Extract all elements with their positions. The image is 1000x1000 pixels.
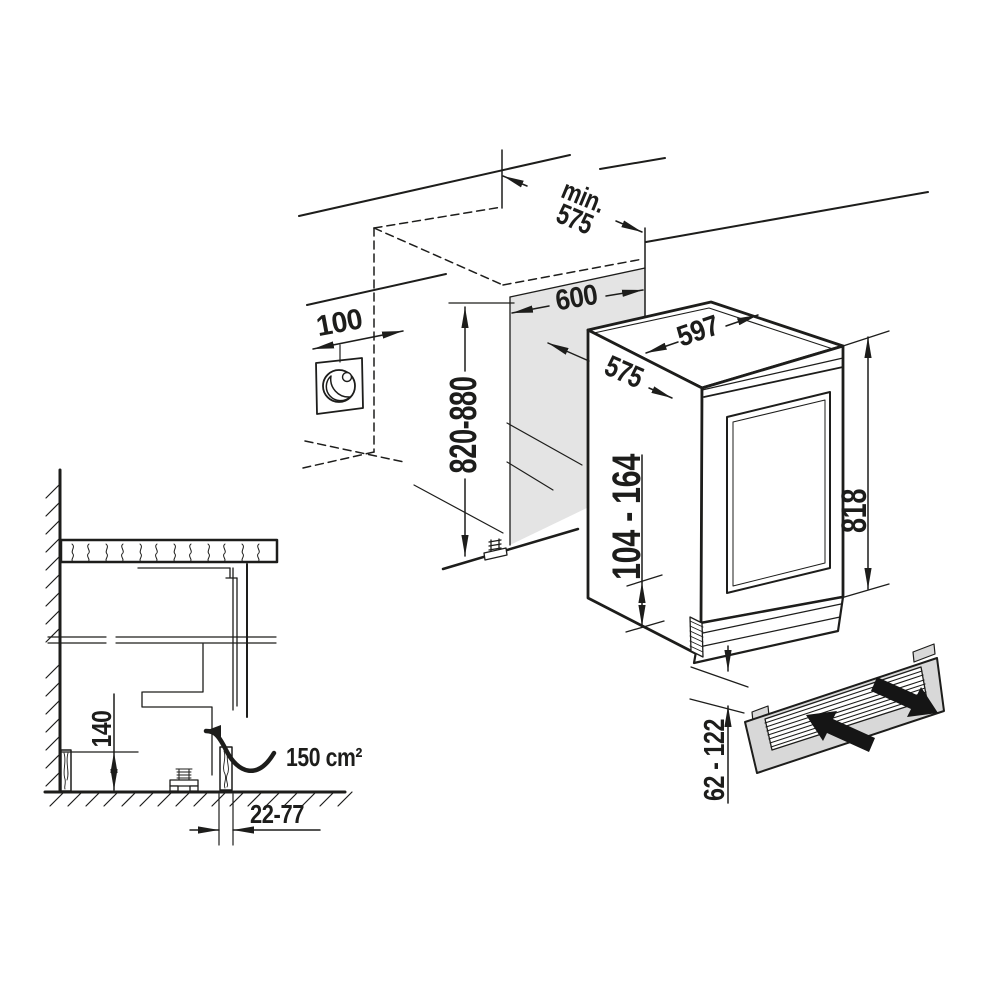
cross-section-view xyxy=(43,468,353,846)
dim-appliance-height: 818 xyxy=(835,489,874,533)
dim-vent-height-range: 62 - 122 xyxy=(699,719,731,801)
dim-vent-height-lines xyxy=(689,645,749,804)
section-break-lines xyxy=(47,636,277,644)
niche-floor-left-edge xyxy=(413,484,504,534)
power-socket-icon xyxy=(315,357,364,415)
airflow-out-arrow-icon xyxy=(871,677,938,717)
worktop-wood-grain xyxy=(71,543,260,563)
dim-appliance-height-lines xyxy=(840,330,890,599)
dim-niche-width: 600 xyxy=(553,279,600,317)
dim-plinth-recess-range: 104 - 164 xyxy=(605,453,649,580)
plinth-recess-vent xyxy=(689,616,704,658)
dim-appliance-width-lines xyxy=(645,314,759,354)
door-glass-panel xyxy=(726,391,831,594)
door-glass-inner-line xyxy=(732,399,826,587)
dim-plinth-recess-lines xyxy=(625,454,665,633)
dim-base-height: 140 xyxy=(86,711,117,748)
dim-plinth-recess-depth: 22-77 xyxy=(250,799,304,829)
appliance-bottom-lines xyxy=(141,643,213,776)
dim-niche-width xyxy=(511,289,644,314)
dim-appliance-depth-lines xyxy=(547,342,673,399)
airflow-in-arrow-icon xyxy=(806,711,875,752)
grille-clip-right xyxy=(912,643,936,663)
dim-socket-distance xyxy=(312,330,404,363)
worktop-front-edge-left xyxy=(306,273,447,306)
vent-grille xyxy=(689,643,945,804)
dim-base-height-lines xyxy=(61,693,139,791)
dim-plinth-depth-lines xyxy=(189,793,321,846)
wall-hatching xyxy=(45,483,61,787)
plinth-vent-slats xyxy=(689,620,704,653)
leveling-foot-icon xyxy=(483,538,508,561)
dim-vent-cross-section: 150 cm² xyxy=(286,742,363,772)
wall-plinth-board xyxy=(60,749,72,792)
dim-niche-height-range: 820-880 xyxy=(443,377,485,474)
wall-back-edge-left xyxy=(298,154,571,217)
wall-back-edge-right xyxy=(599,157,666,170)
airflow-curve-arrow-icon xyxy=(203,725,277,773)
dim-niche-depth xyxy=(501,149,643,233)
niche-floor-front-edge xyxy=(441,527,580,571)
worktop-front-edge-right xyxy=(645,191,929,243)
door-top-bracket xyxy=(225,567,238,579)
appliance-view xyxy=(547,300,890,665)
leveling-foot-section-icon xyxy=(169,768,199,792)
worktop xyxy=(59,538,279,564)
door-top-edge xyxy=(703,366,844,398)
dim-niche-height xyxy=(448,302,515,557)
